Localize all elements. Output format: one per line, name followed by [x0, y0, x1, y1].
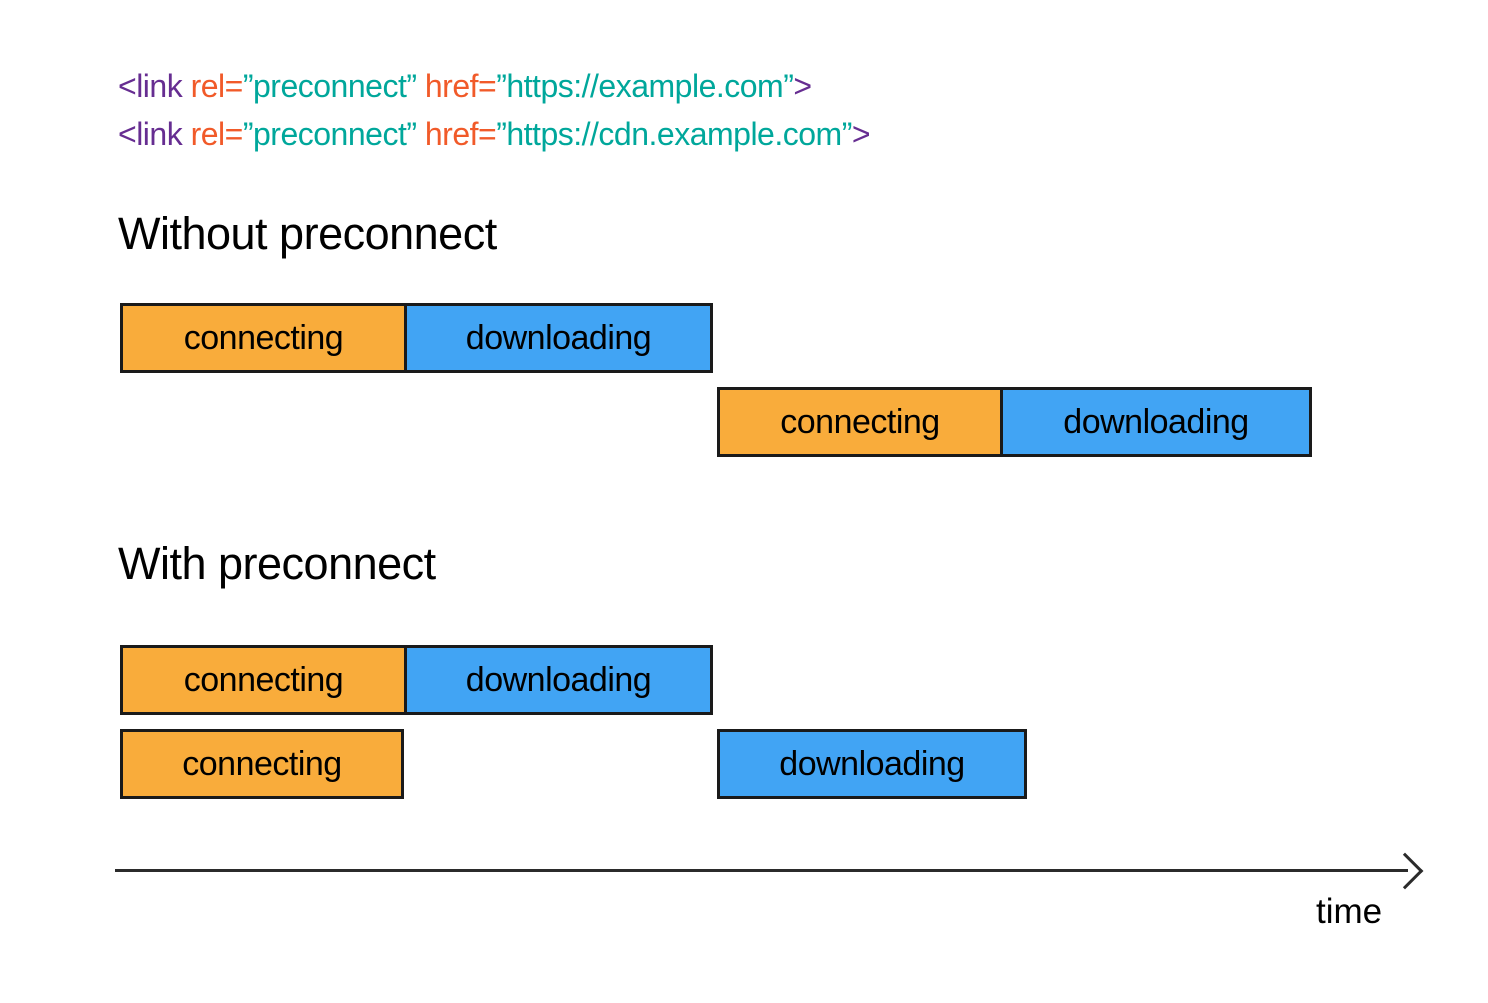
bar-label: downloading	[465, 318, 652, 357]
connecting-bar: connecting	[120, 645, 407, 715]
connecting-bar: connecting	[717, 387, 1003, 457]
bar-label: connecting	[183, 318, 344, 357]
bar-label: downloading	[779, 744, 965, 783]
code-token: ”https://cdn.example.com”	[496, 116, 852, 152]
bar-label: connecting	[182, 744, 342, 783]
code-token: ”preconnect”	[242, 116, 417, 152]
time-axis-label: time	[1316, 892, 1383, 931]
code-line-preconnect-cdn: <link rel=”preconnect” href=”https://cdn…	[118, 116, 871, 153]
code-token: <link	[118, 68, 183, 104]
heading-without-preconnect: Without preconnect	[118, 208, 497, 259]
code-token: >	[851, 116, 871, 152]
code-token: <link	[118, 116, 183, 152]
downloading-bar: downloading	[404, 303, 713, 373]
downloading-bar: downloading	[404, 645, 713, 715]
code-token: href=	[416, 68, 497, 104]
bar-label: downloading	[465, 660, 652, 699]
time-axis-line	[115, 869, 1408, 872]
connecting-bar: connecting	[120, 303, 407, 373]
code-token: >	[793, 68, 812, 104]
code-token: ”preconnect”	[242, 68, 417, 104]
code-token: rel=	[182, 116, 244, 152]
code-token: rel=	[182, 68, 244, 104]
bar-label: connecting	[780, 402, 940, 441]
heading-with-preconnect: With preconnect	[118, 538, 436, 589]
bar-label: downloading	[1063, 402, 1249, 441]
connecting-bar: connecting	[120, 729, 404, 799]
downloading-bar: downloading	[717, 729, 1027, 799]
code-line-preconnect-example: <link rel=”preconnect” href=”https://exa…	[118, 68, 812, 105]
code-token: href=	[416, 116, 497, 152]
downloading-bar: downloading	[1000, 387, 1312, 457]
bar-label: connecting	[183, 660, 344, 699]
code-token: ”https://example.com”	[496, 68, 794, 104]
